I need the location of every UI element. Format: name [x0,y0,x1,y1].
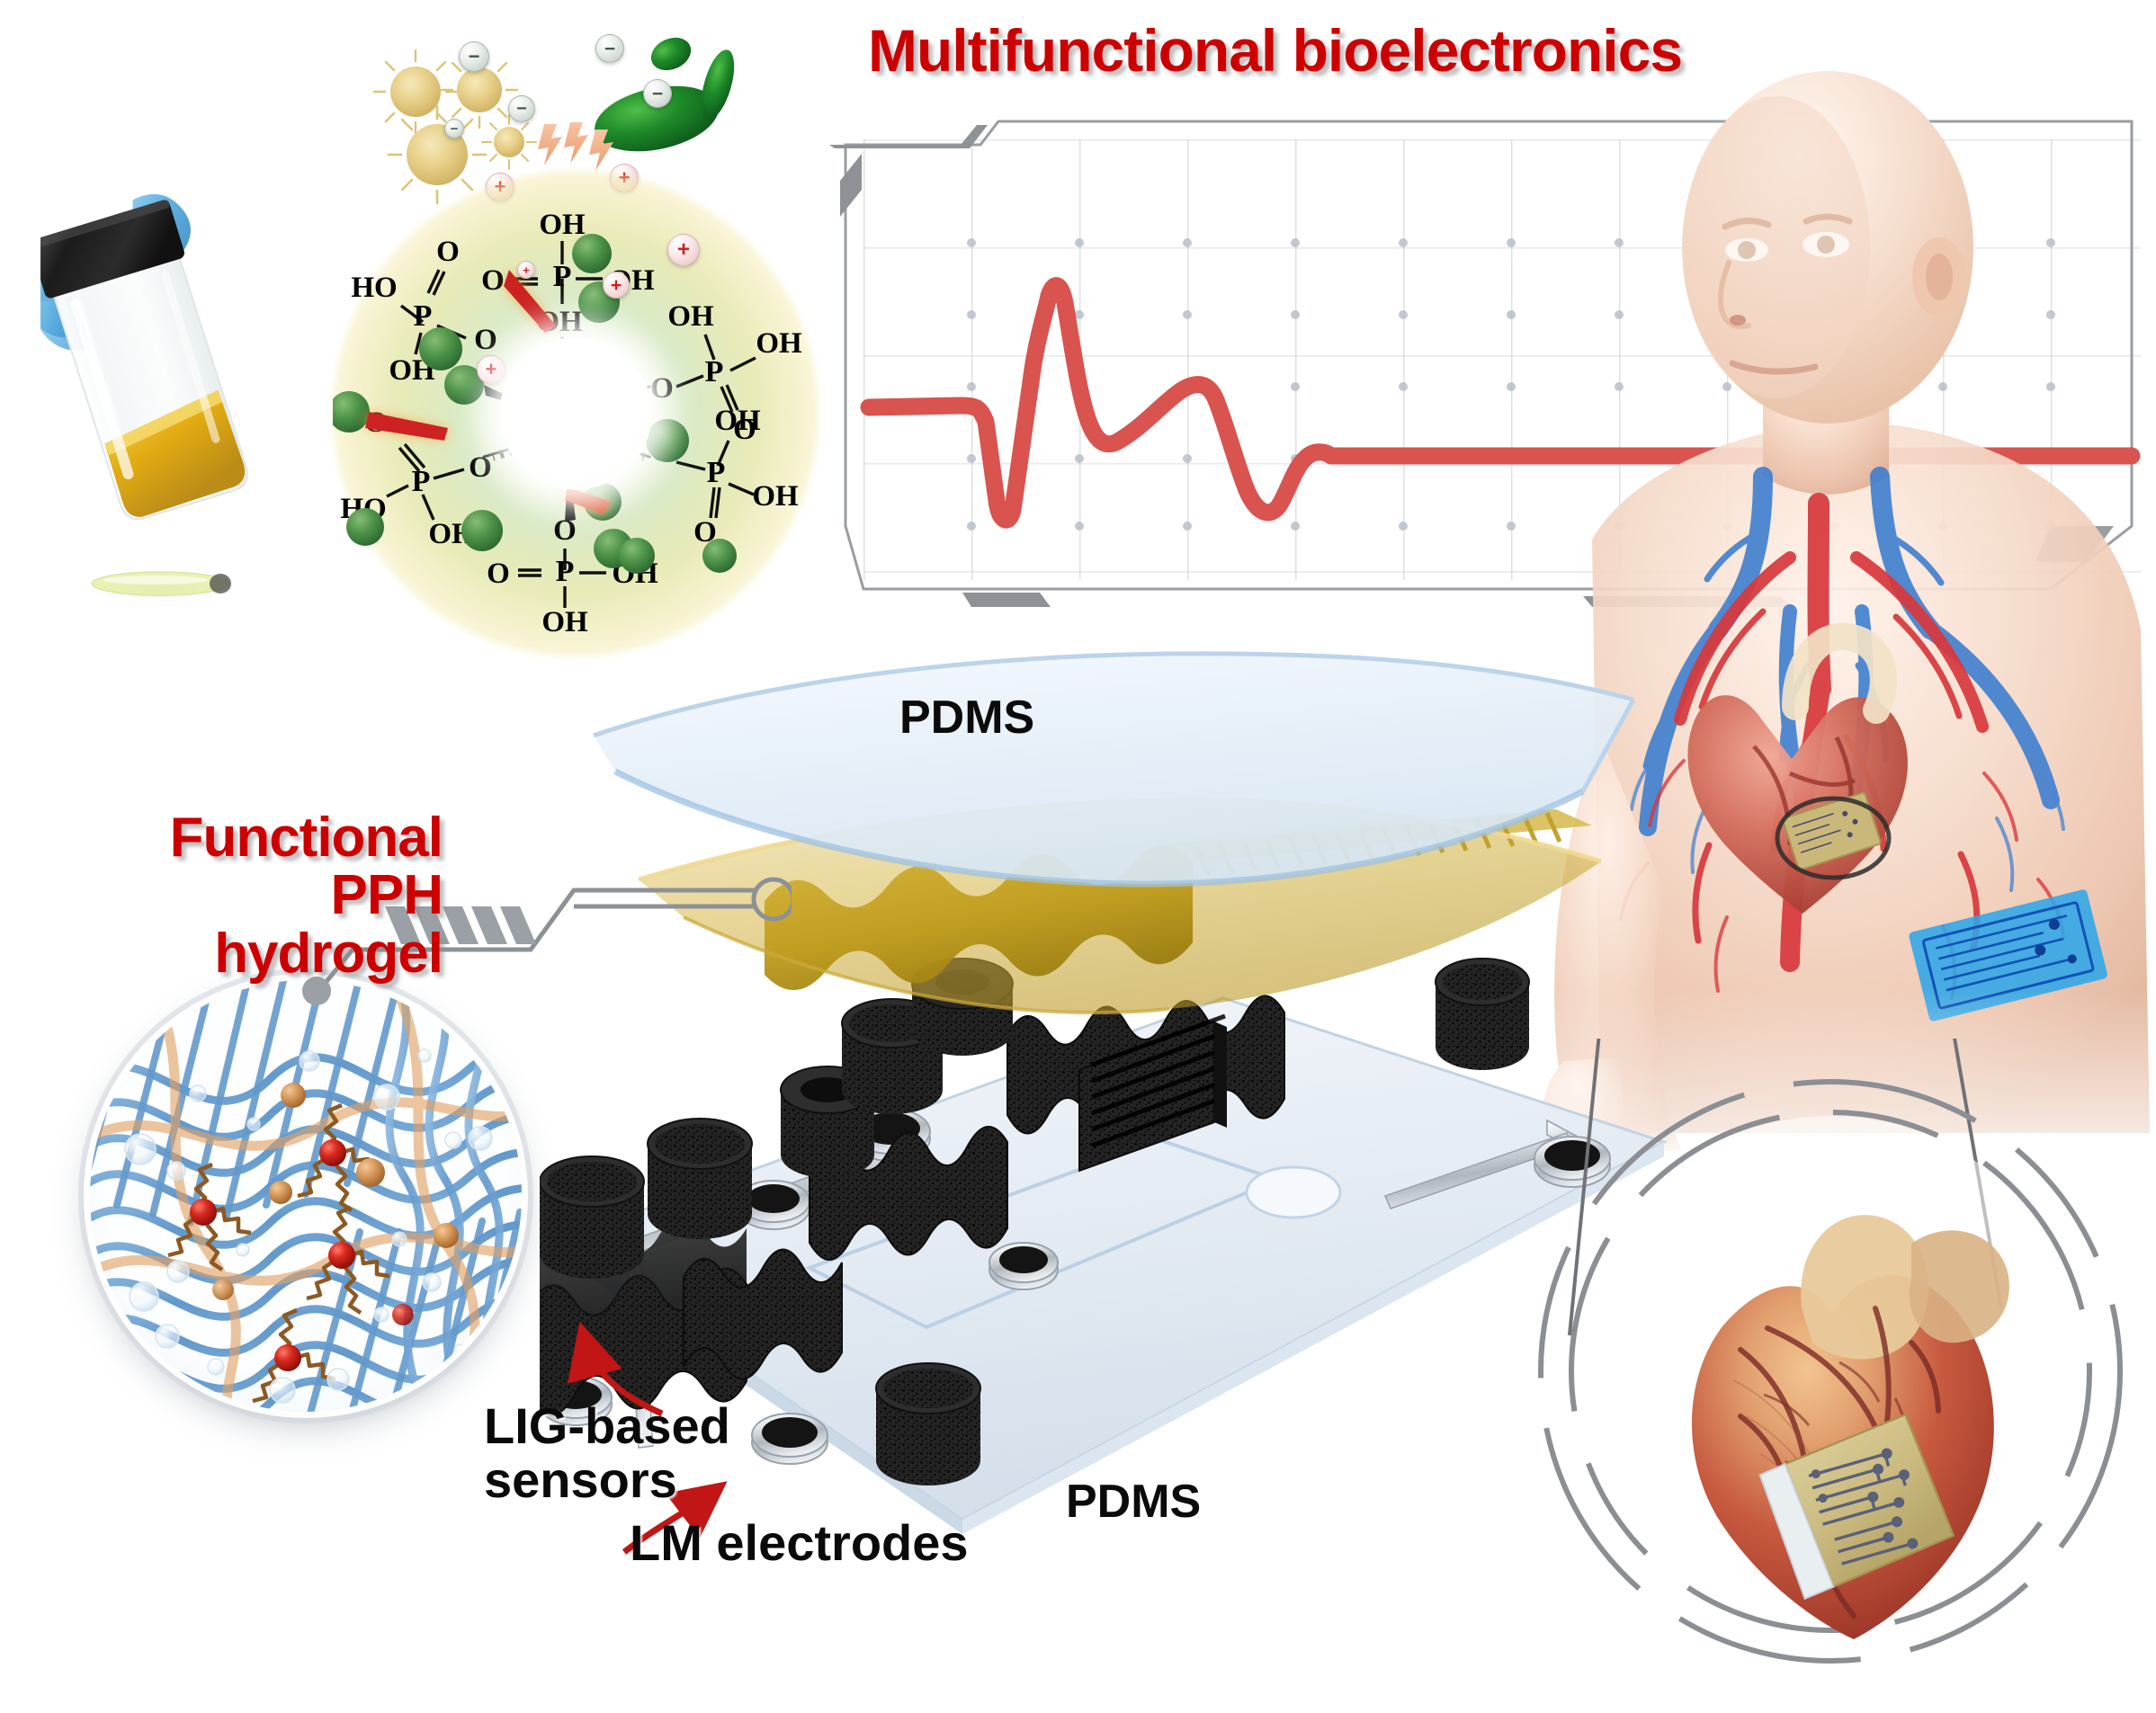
svg-text:O: O [553,514,577,547]
hydrogel-callout-leader [270,854,796,1025]
negative-charge-icon: − [643,79,672,108]
positive-charge-icon: + [603,272,630,299]
hydrogel-label-line1: Functional PPH [169,807,443,927]
svg-text:P: P [414,299,433,333]
lig-sensors-label: LIG-based sensors [484,1399,754,1507]
negative-charge-icon: − [508,95,535,122]
molecule-structure-svg: P O OH OH OH P HO O OH O [333,209,802,638]
pathogen-particle-group: − − − − − + + [360,9,747,234]
hydrogel-callout-label: Functional PPH hydrogel [65,807,443,985]
svg-text:P: P [707,456,726,489]
lm-pointer-arrow [622,1481,728,1555]
lm-electrodes-label: LM electrodes [630,1514,969,1571]
svg-text:O: O [436,236,460,268]
positive-charge-icon: + [667,234,700,266]
lig-pointer-arrow [567,1321,664,1417]
svg-text:HO: HO [351,272,397,304]
pdms-bottom-label: PDMS [1066,1476,1202,1528]
phosphate-group-upper-left: P HO O OH O [351,236,497,387]
negative-charge-icon: − [595,34,624,63]
water-bubble [124,1048,493,1404]
metal-ion-sphere [333,234,737,574]
positive-charge-icon: + [517,261,535,279]
svg-text:P: P [556,555,575,588]
pdms-top-label: PDMS [899,691,1035,744]
svg-text:O: O [474,324,497,356]
hydrogel-microstructure-inset [70,960,542,1432]
phosphate-group-top: P O OH OH OH [481,209,655,338]
inset-outer-ring [78,968,533,1423]
svg-text:O: O [733,414,756,446]
svg-text:O: O [481,264,505,297]
heart-closeup-inset [1498,840,2156,1704]
virus-particle [372,49,537,205]
svg-text:O: O [487,558,510,590]
lig-interdigitated-block [1078,1013,1227,1173]
inositol-ring-core [499,337,652,490]
wearable-sensor-patch [1909,889,2107,1022]
device-exploded-assembly [530,620,1673,1574]
svg-text:OH: OH [541,606,588,638]
heart-electrode-patch [1758,1413,1955,1601]
lig-label-line2: sensors [484,1450,677,1508]
pph-solution-vial-photo [15,184,283,634]
bacteria [595,37,735,152]
svg-text:OH: OH [752,480,799,513]
svg-text:O: O [650,372,674,405]
pdms-encapsulation-top [593,651,1636,888]
lightning-bolt-icon [538,122,613,171]
epicardial-patch [1782,791,1882,870]
phytic-acid-molecule-diagram: P O OH OH OH P HO O OH O [333,171,819,656]
svg-text:O: O [469,451,492,484]
page-title: Multifunctional bioelectronics [868,17,1683,84]
lig-cylinder [539,958,1530,1485]
ion-sphere-tan [212,1083,459,1300]
positive-charge-icon: + [477,355,505,384]
human-torso-illustration [1493,54,2156,1163]
svg-text:OH: OH [539,209,586,241]
negative-charge-icon: − [444,119,464,138]
svg-text:P: P [412,465,431,498]
lig-label-line1: LIG-based [484,1397,730,1454]
annotation-arrows [567,1321,728,1555]
crosslink-node [167,1102,414,1404]
negative-charge-icon: − [459,41,489,72]
interaction-arrow [365,270,612,514]
svg-text:OH: OH [667,300,714,333]
hydrogel-label-line2: hydrogel [214,922,443,985]
svg-text:P: P [705,355,724,388]
heart-organ [1687,622,1908,914]
phosphate-group-upper-right: P O OH OH O [650,300,802,446]
svg-text:P: P [553,260,572,293]
svg-text:OH: OH [714,405,761,437]
svg-text:OH: OH [756,327,802,360]
